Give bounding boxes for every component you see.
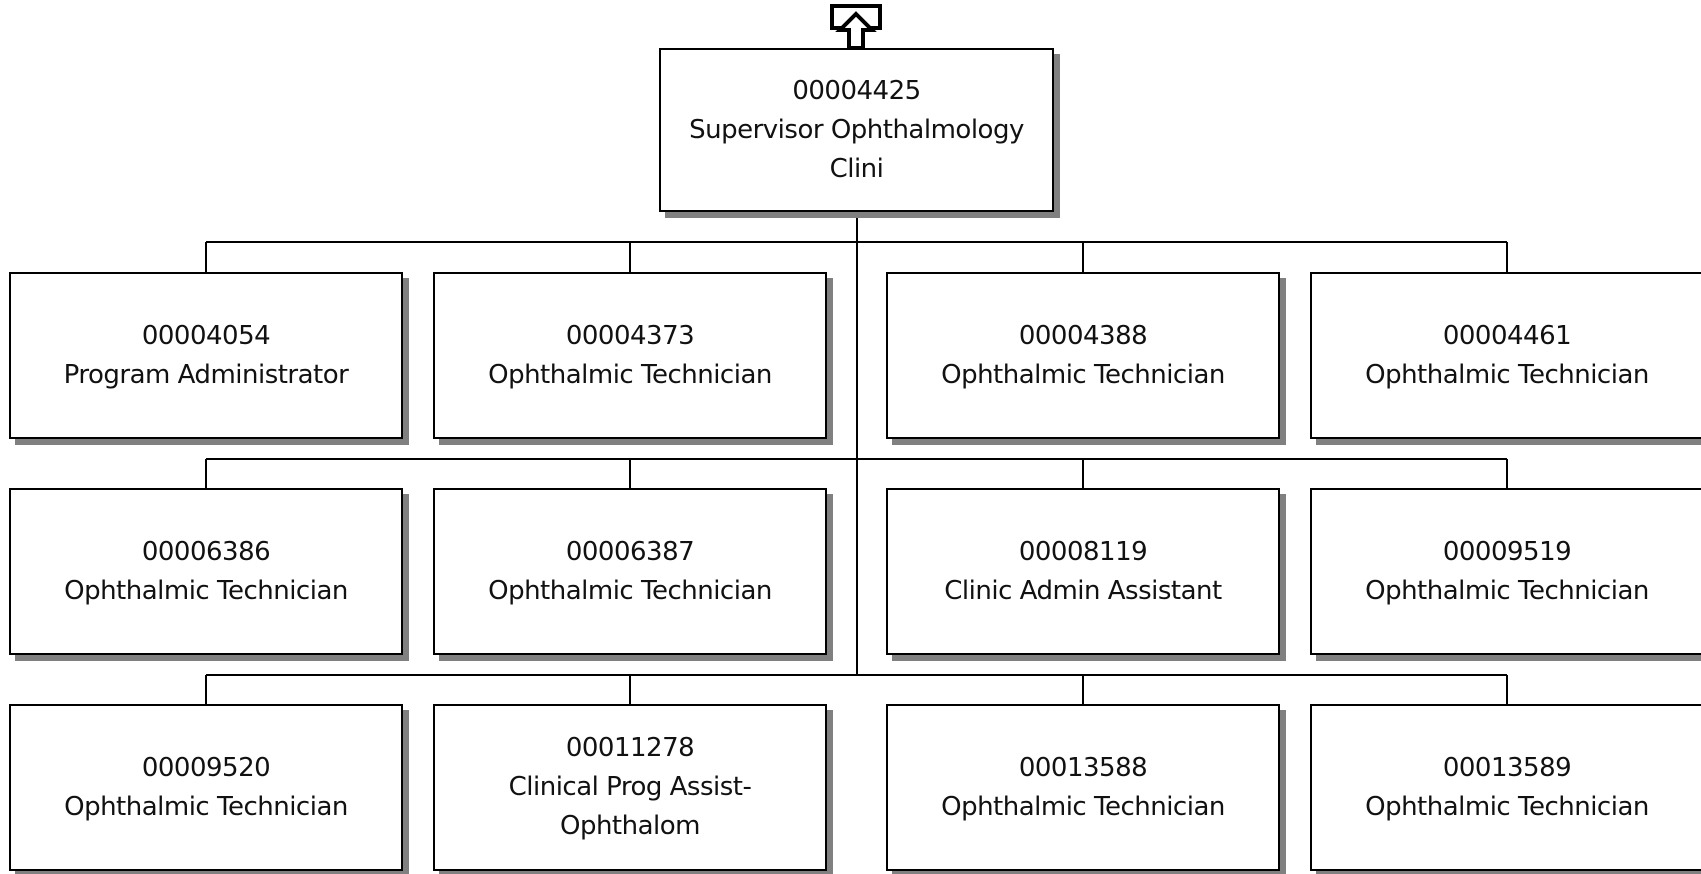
root-position-box[interactable]: 00004425 Supervisor Ophthalmology Clini [659, 48, 1054, 212]
position-box[interactable]: 00006387 Ophthalmic Technician [433, 488, 827, 655]
position-box[interactable]: 00004388 Ophthalmic Technician [886, 272, 1280, 439]
position-box[interactable]: 00006386 Ophthalmic Technician [9, 488, 403, 655]
position-box[interactable]: 00013589 Ophthalmic Technician [1310, 704, 1701, 871]
position-number: 00009520 [141, 752, 271, 783]
position-box[interactable]: 00004054 Program Administrator [9, 272, 403, 439]
position-title: Ophthalmic Technician [64, 791, 348, 822]
position-number: 00006387 [565, 536, 695, 567]
position-number: 00004388 [1018, 320, 1148, 351]
up-arrow-icon[interactable] [830, 4, 882, 50]
position-title: Clinical Prog Assist- Ophthalom [508, 772, 752, 841]
position-title: Ophthalmic Technician [1365, 791, 1649, 822]
position-number: 00004054 [141, 320, 271, 351]
position-title: Ophthalmic Technician [488, 359, 772, 390]
position-title: Ophthalmic Technician [941, 359, 1225, 390]
position-box[interactable]: 00004373 Ophthalmic Technician [433, 272, 827, 439]
position-title: Ophthalmic Technician [1365, 359, 1649, 390]
position-number: 00013588 [1018, 752, 1148, 783]
position-box[interactable]: 00008119 Clinic Admin Assistant [886, 488, 1280, 655]
position-title: Clinic Admin Assistant [944, 575, 1222, 606]
position-title: Ophthalmic Technician [941, 791, 1225, 822]
position-number: 00004461 [1442, 320, 1572, 351]
position-number: 00006386 [141, 536, 271, 567]
position-number: 00013589 [1442, 752, 1572, 783]
position-box[interactable]: 00004461 Ophthalmic Technician [1310, 272, 1701, 439]
position-box[interactable]: 00013588 Ophthalmic Technician [886, 704, 1280, 871]
position-number: 00011278 [565, 733, 695, 763]
position-box[interactable]: 00009520 Ophthalmic Technician [9, 704, 403, 871]
position-title: Ophthalmic Technician [488, 575, 772, 606]
position-number: 00004373 [565, 320, 695, 351]
position-title: Program Administrator [63, 359, 349, 390]
position-title: Supervisor Ophthalmology Clini [689, 114, 1024, 184]
position-title: Ophthalmic Technician [64, 575, 348, 606]
position-number: 00004425 [792, 75, 921, 106]
position-box[interactable]: 00009519 Ophthalmic Technician [1310, 488, 1701, 655]
position-title: Ophthalmic Technician [1365, 575, 1649, 606]
position-number: 00008119 [1018, 536, 1148, 567]
position-box[interactable]: 00011278 Clinical Prog Assist- Ophthalom [433, 704, 827, 871]
position-number: 00009519 [1442, 536, 1572, 567]
